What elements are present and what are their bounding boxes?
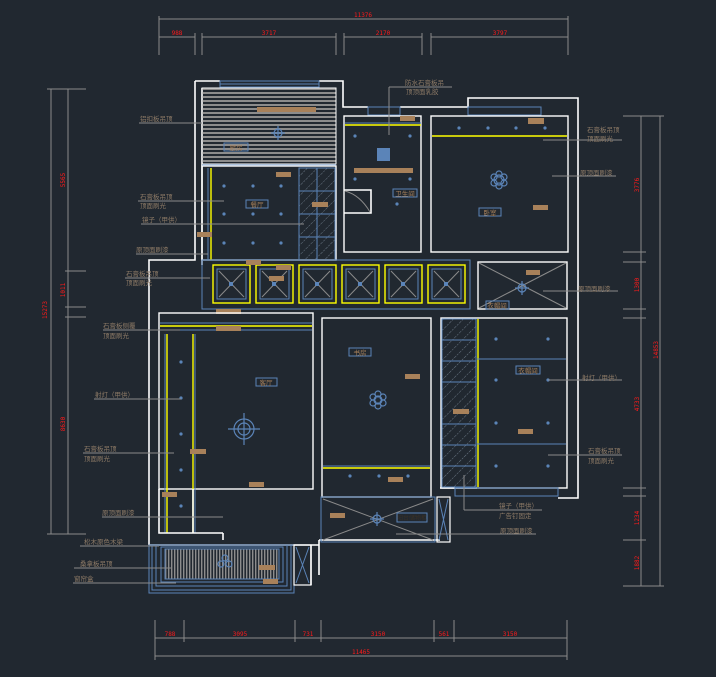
room-name-bedroom-2: 衣帽间 <box>518 366 538 375</box>
annotation: 原顶面刷漆 <box>136 245 169 254</box>
annotation: 石膏板吊顶 <box>587 125 620 134</box>
room-tag-bathroom <box>392 188 418 198</box>
annotation: 石膏板吊顶 <box>84 444 117 453</box>
chandelier-icon <box>369 390 387 410</box>
leader-lines <box>73 86 622 584</box>
top-dimension: 2170 <box>376 30 391 37</box>
annotation: 原顶面刷漆 <box>580 168 613 177</box>
annotation: 防水石膏板吊 <box>405 78 444 87</box>
room-name-living: 客厅 <box>260 378 274 387</box>
room-name-balcony: 阳台储物柜 <box>397 514 427 522</box>
annotations: 铝扣板吊顶 防水石膏板吊 顶顶面乳胶 石膏板吊顶 顶面刷光 镜子（甲供） 原顶面… <box>74 78 621 583</box>
dining: 餐厅 <box>197 165 337 261</box>
exhaust-fan-icon <box>377 148 390 161</box>
room-tag-bedroom-2 <box>515 365 541 375</box>
room-name-dining: 餐厅 <box>251 200 265 209</box>
utility-room: 衣帽间 <box>477 261 568 310</box>
room-tag-study <box>348 347 372 357</box>
chandelier-icon <box>490 170 508 190</box>
annotation: 石膏板吊顶 <box>126 269 159 278</box>
annotation: 射灯（甲供） <box>95 390 134 399</box>
right-dimension: 1300 <box>634 277 641 292</box>
living-room: 客厅 <box>158 312 314 540</box>
bedroom-bottom: 衣帽间 <box>440 317 568 497</box>
room-name-bedroom: 卧室 <box>484 208 498 217</box>
annotation: 松木原色木梁 <box>84 537 124 546</box>
cloakroom: 阳台储物柜 <box>320 496 451 543</box>
bottom-dimension: 3150 <box>371 631 386 638</box>
right-dimension: 3776 <box>634 177 641 192</box>
ceiling-panel-row <box>212 264 466 304</box>
chandelier-icon <box>217 554 233 568</box>
top-dimension: 3717 <box>262 30 277 37</box>
right-total-dimension: 14853 <box>653 341 660 359</box>
room-tag-balcony <box>396 512 428 523</box>
bottom-dimension: 561 <box>439 631 450 638</box>
annotation: 顶面刷光 <box>103 331 130 340</box>
bottom-dimensions: 788 3095 731 3150 561 3150 11465 <box>154 620 568 660</box>
corridor <box>201 259 471 314</box>
bottom-dimension: 731 <box>303 631 314 638</box>
annotation: 广告钉固定 <box>499 511 532 520</box>
ceiling-light-icon <box>370 512 384 526</box>
balcony <box>148 544 312 594</box>
bedroom-top: 卧室 <box>430 106 569 253</box>
bathroom: 卫生间 <box>343 106 422 253</box>
top-dimension: 3797 <box>493 30 508 37</box>
room-tag-living <box>255 377 278 387</box>
study: 书房 <box>321 317 432 498</box>
annotation: 顶面刷光 <box>588 456 615 465</box>
aluminum-slat-ceiling <box>202 88 336 164</box>
left-dimension: 1011 <box>60 282 67 297</box>
annotation: 石膏板吊顶 <box>140 192 173 201</box>
right-dimension: 4733 <box>634 396 641 411</box>
room-name-bathroom: 卫生间 <box>395 189 415 198</box>
top-total-dimension: 11376 <box>354 12 372 19</box>
annotation: 原顶面刷漆 <box>578 284 611 293</box>
room-tag-bedroom <box>478 207 502 217</box>
left-total-dimension: 15273 <box>42 301 49 319</box>
wardrobe-hatch <box>441 318 477 488</box>
annotation: 镜子（甲供） <box>142 215 181 224</box>
room-tag-utility <box>485 300 510 310</box>
annotation: 原顶面刷漆 <box>500 526 533 535</box>
right-dimension: 1882 <box>634 555 641 570</box>
top-dimension: 988 <box>172 30 183 37</box>
left-dimension: 8630 <box>60 416 67 431</box>
room-tag-kitchen <box>223 142 249 152</box>
chandelier-icon <box>228 413 260 445</box>
left-dimension: 5565 <box>60 172 67 187</box>
room-tag-dining <box>245 199 269 209</box>
room-name-kitchen: 厨房 <box>230 143 243 152</box>
annotation: 石膏板吊顶 <box>588 446 621 455</box>
annotation: 顶顶面乳胶 <box>406 87 439 96</box>
annotation: 铝扣板吊顶 <box>140 114 173 123</box>
annotation: 顶面刷光 <box>84 454 111 463</box>
annotation: 顶面刷光 <box>587 134 614 143</box>
left-dimensions: 15273 5565 1011 8630 <box>42 88 86 535</box>
room-name-study: 书房 <box>354 348 367 357</box>
ceiling-light-icon <box>271 126 285 140</box>
annotation: 石膏板侧覆 <box>103 321 136 330</box>
annotation: 原顶面刷漆 <box>102 508 135 517</box>
annotation: 顶面刷光 <box>140 201 167 210</box>
right-dimension: 1234 <box>634 510 641 525</box>
ceiling-light-icon <box>515 281 529 295</box>
room-name-utility: 衣帽间 <box>487 301 507 310</box>
bottom-dimension: 3095 <box>233 631 248 638</box>
annotation: 顶面刷光 <box>126 278 153 287</box>
kitchen: 厨房 <box>201 80 337 166</box>
bottom-total-dimension: 11465 <box>352 649 370 656</box>
top-dimensions: 11376 988 3717 2170 3797 <box>158 12 569 55</box>
right-dimensions: 3776 1300 14853 4733 1234 1882 <box>623 115 664 587</box>
bottom-dimension: 3150 <box>503 631 518 638</box>
bottom-dimension: 788 <box>165 631 176 638</box>
annotation: 射灯（甲供） <box>582 373 621 382</box>
annotation: 窗帘盒 <box>74 574 94 583</box>
annotation: 桑拿板吊顶 <box>80 559 113 568</box>
annotation: 镜子（甲供） <box>499 501 538 510</box>
